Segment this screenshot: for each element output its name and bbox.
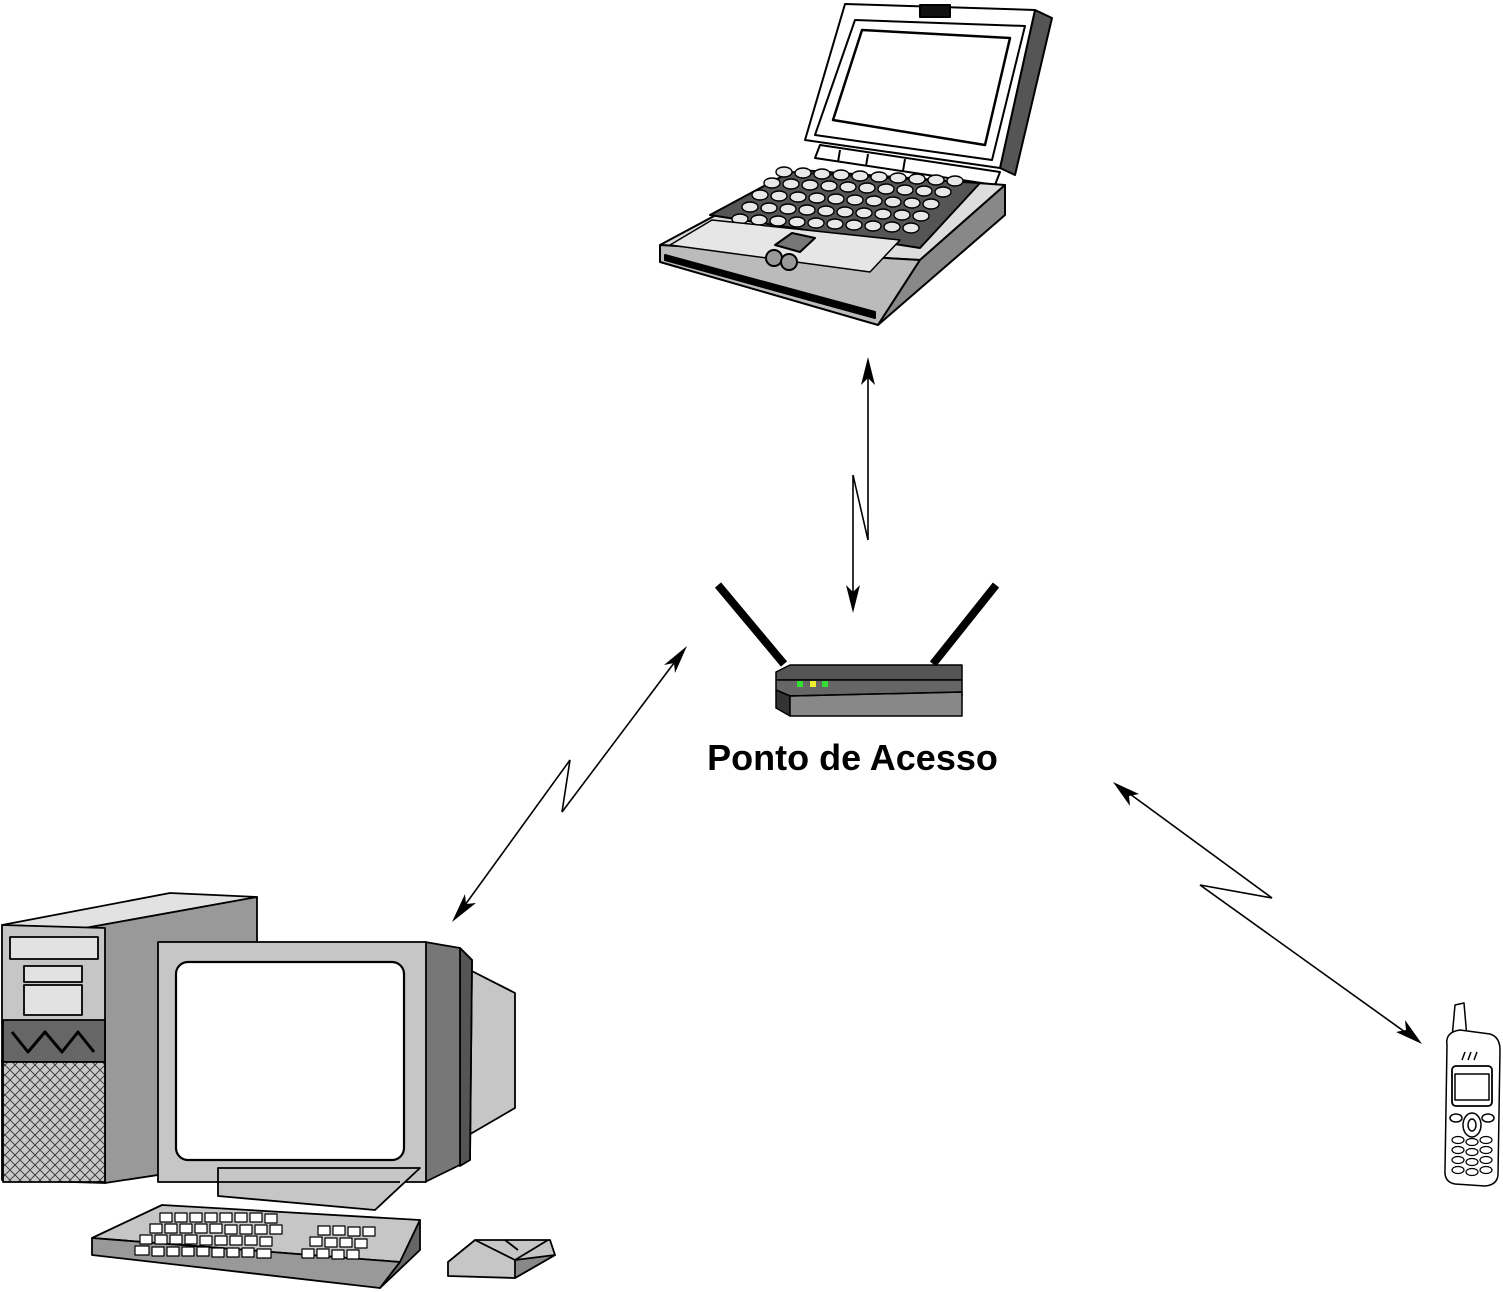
access-point-label: Ponto de Acesso — [707, 737, 998, 778]
led-3 — [822, 681, 828, 687]
led-1 — [797, 681, 803, 687]
antenna-left — [714, 582, 788, 667]
link-mobile-phone — [1113, 782, 1422, 1044]
antenna-right — [929, 582, 1000, 667]
arrowhead-down-icon — [452, 894, 476, 922]
desktop-computer-icon — [1, 892, 556, 1289]
mobile-phone-icon — [1444, 1002, 1501, 1187]
arrowhead-down-icon — [846, 585, 860, 613]
access-point-icon — [714, 582, 1000, 717]
arrowhead-up-icon — [861, 357, 875, 385]
link-laptop — [846, 357, 875, 613]
arrowhead-up-icon — [1113, 782, 1139, 806]
arrowhead-down-icon — [1396, 1020, 1422, 1044]
link-desktop — [452, 646, 687, 922]
arrowhead-up-icon — [664, 646, 687, 673]
laptop-icon — [659, 3, 1053, 326]
led-2 — [810, 681, 816, 687]
